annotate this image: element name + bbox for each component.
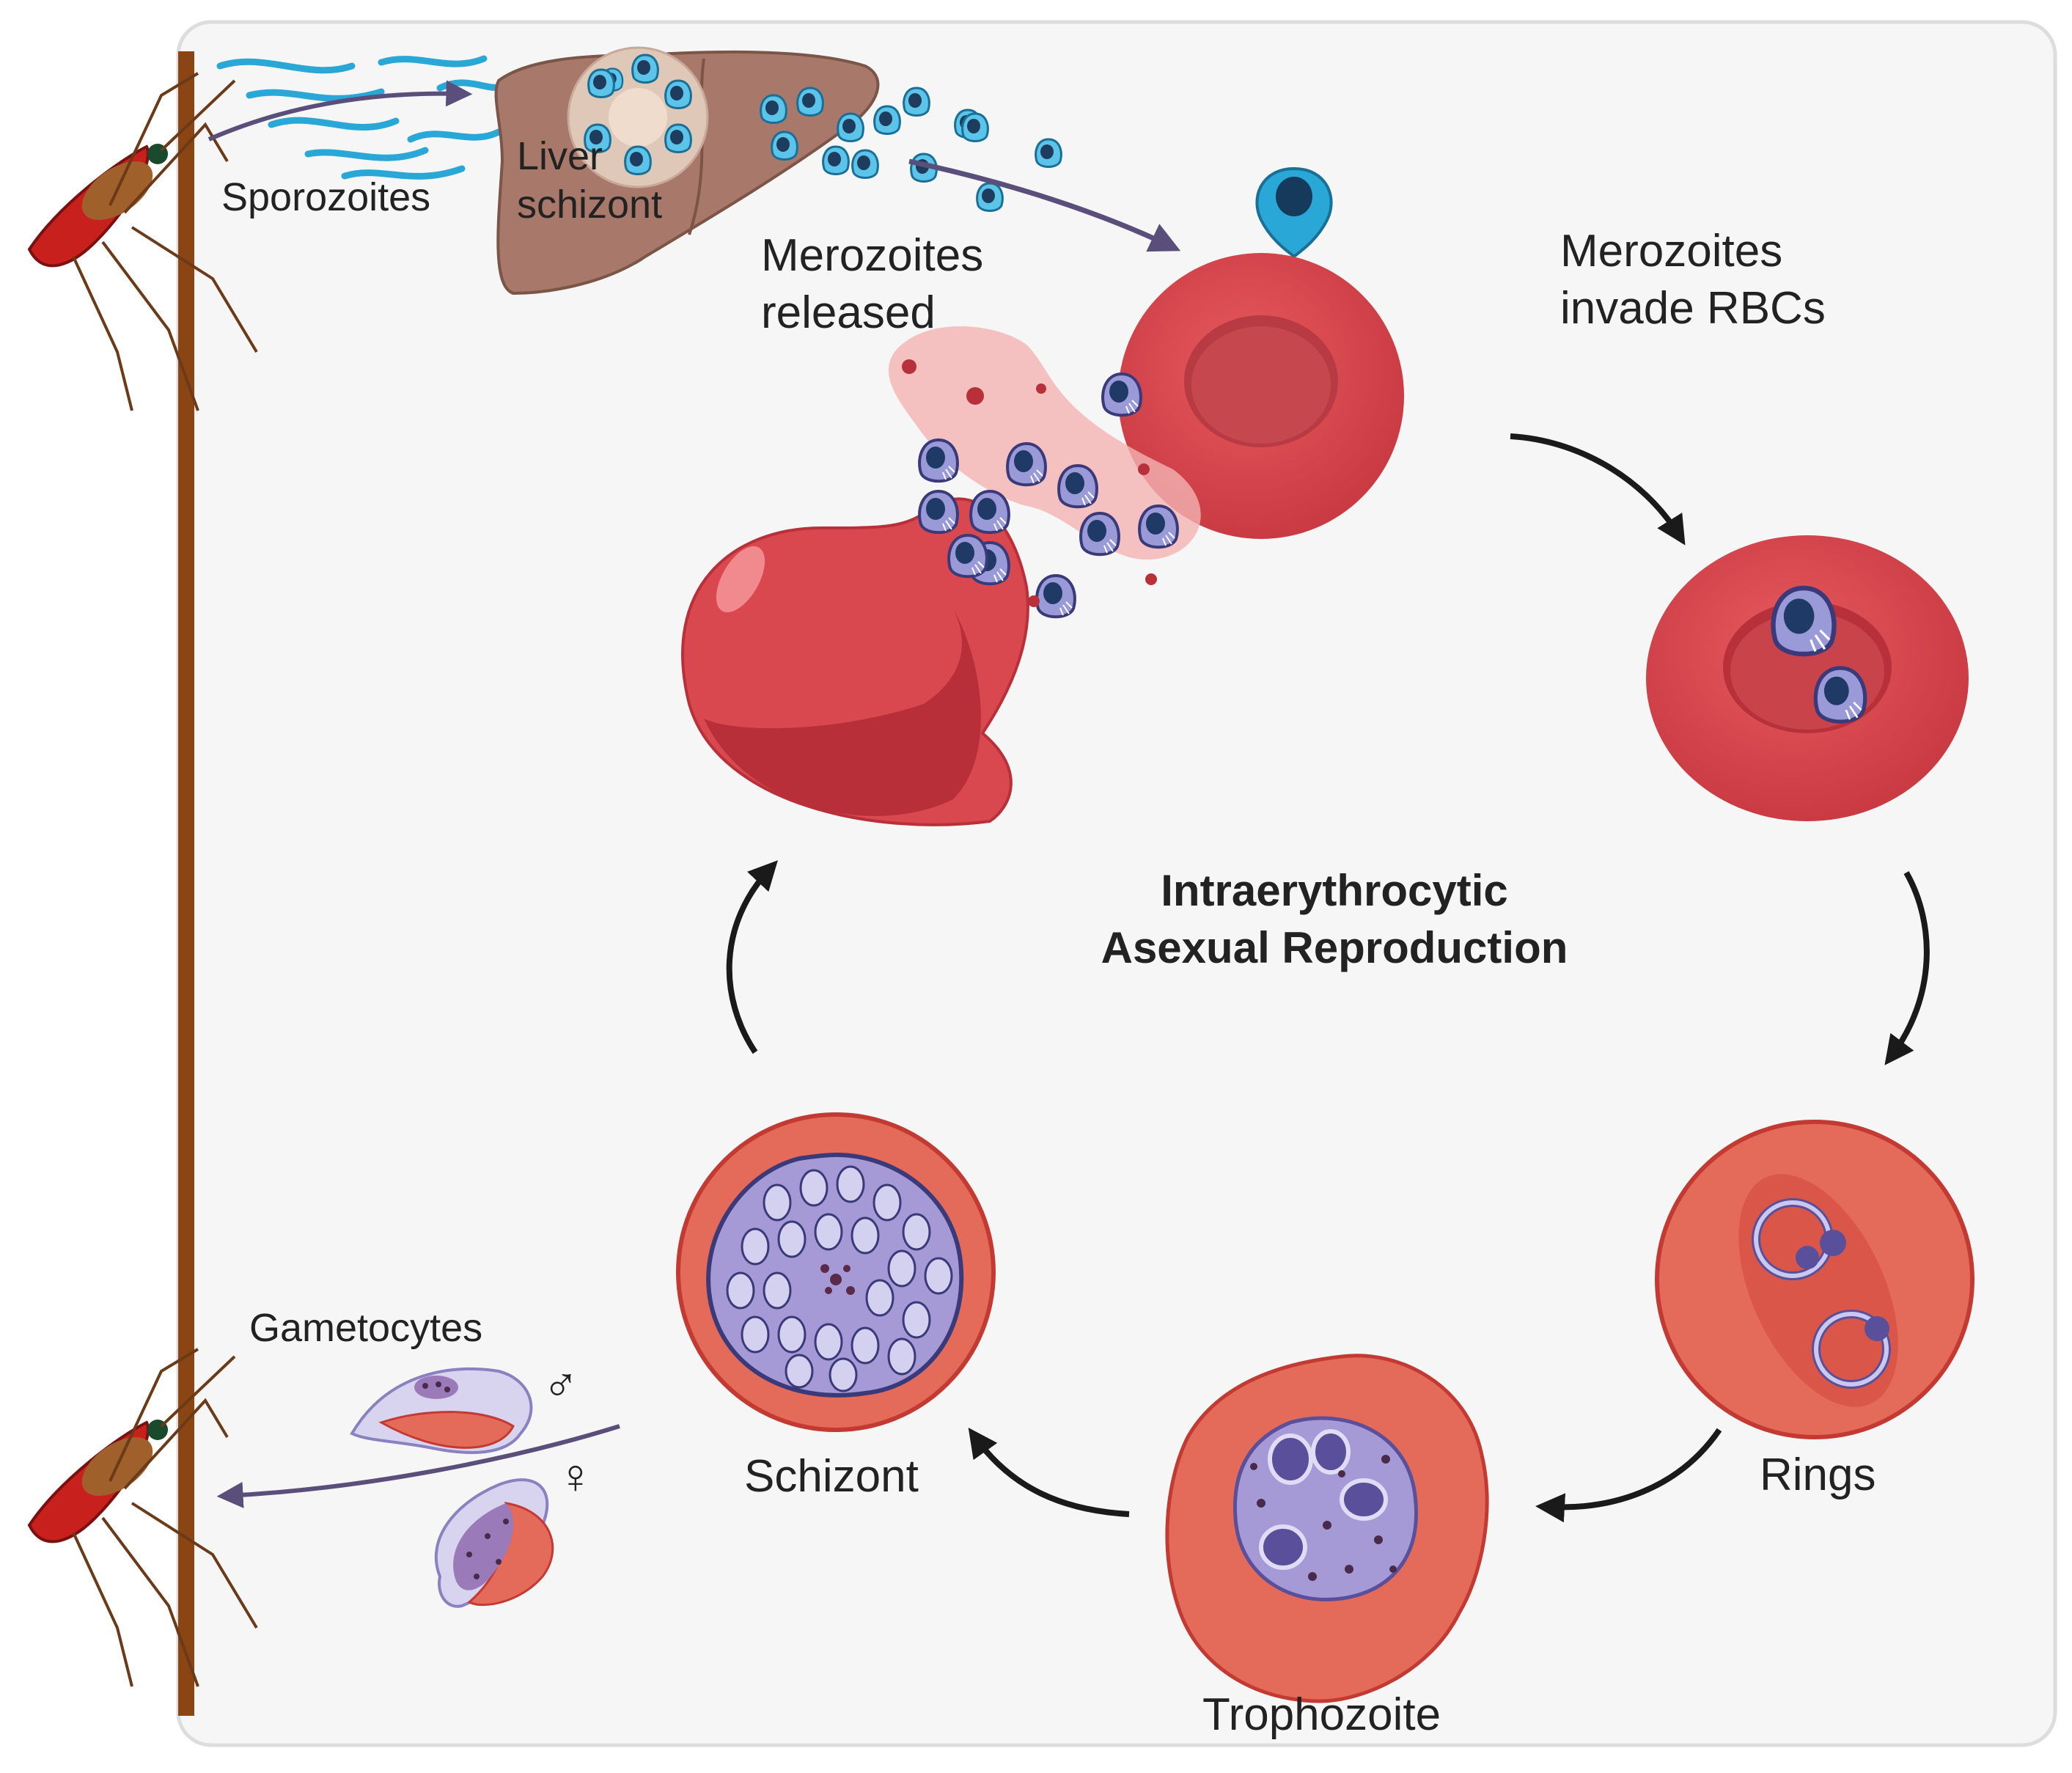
merozoites-released-arrow <box>908 158 1181 252</box>
cycle-arrows <box>726 433 1930 1523</box>
label-liver-schizont-line1: Liver <box>517 134 603 178</box>
arrow-invade-to-rbc <box>1510 433 1686 546</box>
host-boundary-bar <box>178 51 194 1716</box>
schizont-merozoites <box>726 1165 953 1392</box>
male-symbol-icon: ♂ <box>543 1357 579 1412</box>
label-rings: Rings <box>1760 1450 1876 1500</box>
label-liver-schizont-line2: schizont <box>517 183 663 227</box>
rbc-schizont <box>676 1112 996 1432</box>
rbc-rings <box>1655 1120 1974 1439</box>
rbc-invaded <box>1118 253 1404 539</box>
burst-rbc <box>681 326 1201 826</box>
rbc-with-merozoites <box>1646 535 1969 821</box>
label-merozoites-invade-line2: invade RBCs <box>1560 283 1826 334</box>
gametocytes-to-mosquito-arrow <box>216 1424 620 1508</box>
blood-merozoites-icon <box>902 359 1179 619</box>
arrow-rbc-to-rings <box>1884 871 1930 1065</box>
cycle-title-line2: Asexual Reproduction <box>1101 923 1568 972</box>
label-merozoites-invade-line1: Merozoites <box>1560 226 1783 276</box>
label-sporozoites: Sporozoites <box>221 175 431 219</box>
label-gametocytes: Gametocytes <box>249 1306 483 1350</box>
arrow-schizont-to-burst <box>726 860 778 1054</box>
label-merozoites-released-line2: released <box>761 287 936 338</box>
arrow-rings-to-trophozoite <box>1535 1428 1722 1523</box>
mosquito-top-icon <box>27 72 258 411</box>
label-schizont: Schizont <box>744 1451 919 1502</box>
mosquito-bottom-icon <box>27 1348 258 1687</box>
sporozoite-arrow <box>207 80 473 142</box>
male-gametocyte-icon <box>350 1367 533 1454</box>
female-symbol-icon: ♀ <box>557 1449 594 1503</box>
invading-merozoite-icon <box>1255 166 1333 259</box>
arrow-trophozoite-to-schizont <box>968 1427 1130 1517</box>
label-trophozoite: Trophozoite <box>1202 1689 1441 1740</box>
label-merozoites-released-line1: Merozoites <box>761 230 984 281</box>
female-gametocyte-icon <box>434 1478 554 1608</box>
rbc-trophozoite <box>1165 1354 1489 1703</box>
cycle-title-line1: Intraerythrocytic <box>1161 866 1508 915</box>
